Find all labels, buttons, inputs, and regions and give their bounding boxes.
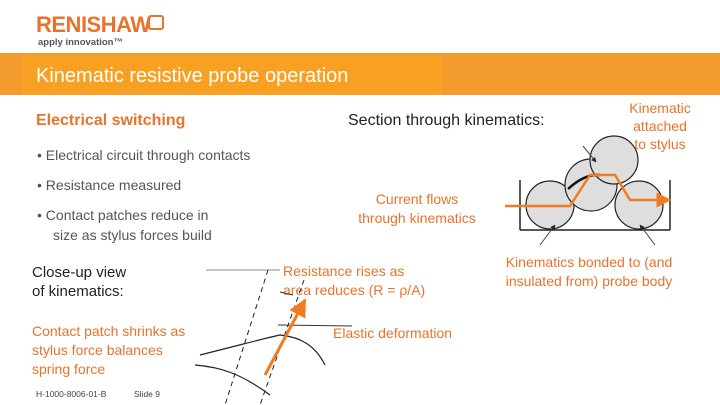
bullet-item: • Contact patches reduce in: [37, 207, 209, 223]
bonded-label: Kinematics bonded to (and insulated from…: [484, 253, 694, 291]
tagline: apply innovation™: [38, 37, 123, 48]
elastic-deformation-label: Elastic deformation: [333, 325, 453, 341]
closeup-label-line: Close-up view: [32, 264, 127, 281]
bonded-label-line: insulated from) probe body: [505, 273, 673, 289]
resistance-label: Resistance rises as area reduces (R = ρ/…: [283, 262, 425, 300]
current-flows-label-line: through kinematics: [358, 210, 476, 226]
title-banner-highlight: [22, 55, 442, 95]
pointer-line: [277, 324, 353, 327]
closeup-label-line: of kinematics:: [32, 283, 124, 300]
closeup-diagram: [194, 269, 353, 405]
current-flows-label-line: Current flows: [375, 191, 459, 207]
kinematic-label-line: attached: [633, 118, 687, 134]
section-label: Section through kinematics:: [348, 112, 545, 129]
pointer-arrow-icon: [539, 224, 556, 246]
slide-number: Slide 9: [134, 389, 160, 399]
current-flows-label: Current flows through kinematics: [342, 190, 492, 228]
current-path-icon: [263, 298, 307, 376]
bullet-item: • Electrical circuit through contacts: [37, 147, 251, 163]
bullet-item: • Resistance measured: [37, 177, 182, 193]
section-heading: Electrical switching: [36, 112, 186, 129]
kinematics-section-diagram: [505, 135, 672, 246]
contact-patch-label-line: Contact patch shrinks as: [32, 323, 186, 339]
resistance-label-line: area reduces (R = ρ/A): [283, 282, 426, 298]
boundary-dashed-line: [224, 269, 269, 405]
pointer-line: [279, 291, 294, 296]
ball-profile-curve: [194, 364, 271, 396]
contact-patch-label: Contact patch shrinks as stylus force ba…: [32, 322, 185, 379]
closeup-label: Close-up view of kinematics:: [32, 263, 126, 301]
contact-patch-label-line: stylus force balances: [32, 342, 163, 358]
kinematic-label: Kinematic attached to stylus: [605, 99, 715, 153]
slide-title: Kinematic resistive probe operation: [36, 65, 349, 87]
kinematic-label-line: Kinematic: [629, 100, 691, 116]
current-path-icon: [505, 173, 672, 208]
company-logo: RENISHAW: [36, 12, 151, 37]
pointer-arrow-icon: [582, 145, 597, 163]
logo-mark-icon: [148, 15, 164, 30]
contact-patch-label-line: spring force: [32, 361, 106, 377]
bonded-label-line: Kinematics bonded to (and: [505, 254, 673, 270]
bullet-item-continued: size as stylus forces build: [53, 227, 212, 243]
resistance-label-line: Resistance rises as: [283, 263, 405, 279]
document-id: H-1000-8006-01-B: [36, 389, 107, 399]
kinematic-label-line: to stylus: [634, 136, 686, 152]
deformed-surface-curve: [199, 334, 326, 366]
kinematic-ball: [589, 135, 639, 185]
pointer-arrow-icon: [639, 224, 656, 246]
